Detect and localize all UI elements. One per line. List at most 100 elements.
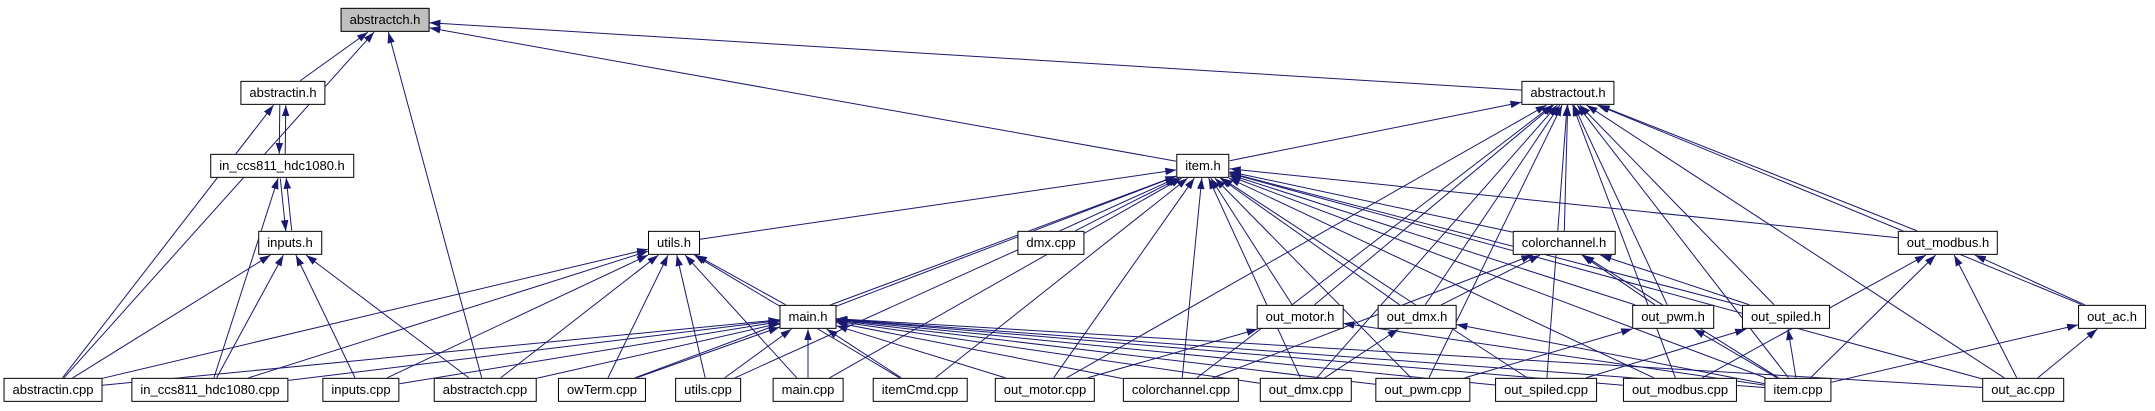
node-out-ac-cpp[interactable]: out_ac.cpp bbox=[1982, 377, 2064, 403]
node-abstractch-cpp[interactable]: abstractch.cpp bbox=[433, 377, 537, 403]
edge-in-ccs811-hdc1080-h-to-abstractin-h bbox=[281, 105, 290, 154]
node-main-h[interactable]: main.h bbox=[779, 304, 837, 330]
edge-itemcmd-cpp-to-item-h bbox=[934, 177, 1189, 379]
edge-colorchannel-cpp-to-main-h bbox=[836, 321, 1123, 380]
node-abstractout-h[interactable]: abstractout.h bbox=[1521, 80, 1615, 106]
edge-inputs-cpp-to-utils-h bbox=[386, 254, 649, 379]
edge-in-ccs811-hdc1080-cpp-to-in-ccs811-hdc1080-h bbox=[213, 177, 279, 379]
node-utils-cpp[interactable]: utils.cpp bbox=[675, 377, 741, 403]
node-out-modbus-h[interactable]: out_modbus.h bbox=[1897, 230, 1999, 256]
edge-in-ccs811-hdc1080-cpp-to-utils-h bbox=[248, 250, 649, 379]
node-colorchannel-h[interactable]: colorchannel.h bbox=[1512, 230, 1616, 256]
node-main-cpp[interactable]: main.cpp bbox=[772, 377, 844, 403]
node-out-dmx-cpp[interactable]: out_dmx.cpp bbox=[1259, 377, 1353, 403]
edge-out-spiled-cpp-to-out-spiled-h bbox=[1585, 328, 1747, 379]
edge-out-modbus-h-to-item-h bbox=[1229, 166, 1898, 239]
edge-abstractin-cpp-to-utils-h bbox=[102, 248, 649, 379]
node-abstractin-h[interactable]: abstractin.h bbox=[240, 80, 326, 106]
edge-out-dmx-cpp-to-main-h bbox=[836, 319, 1260, 384]
edge-colorchannel-h-to-abstractout-h bbox=[1563, 105, 1572, 231]
node-abstractin-cpp[interactable]: abstractin.cpp bbox=[3, 377, 103, 403]
edge-out-modbus-h-to-abstractout-h bbox=[1598, 104, 1918, 232]
edge-out-ac-h-to-abstractout-h bbox=[1597, 104, 2083, 306]
edge-out-dmx-h-to-abstractout-h bbox=[1424, 104, 1561, 306]
edge-item-cpp-to-out-spiled-h bbox=[1786, 329, 1797, 378]
edge-owterm-cpp-to-utils-h bbox=[607, 254, 669, 379]
edge-colorchannel-h-to-item-h bbox=[1229, 170, 1513, 233]
edge-item-h-to-abstractch-h bbox=[429, 26, 1177, 162]
node-in-ccs811-hdc1080-h[interactable]: in_ccs811_hdc1080.h bbox=[210, 153, 354, 179]
node-out-motor-h[interactable]: out_motor.h bbox=[1256, 304, 1344, 330]
edge-out-ac-h-to-out-modbus-h bbox=[1974, 254, 2086, 306]
edge-out-ac-cpp-to-item-h bbox=[1229, 172, 1983, 380]
edge-out-motor-cpp-to-abstractout-h bbox=[1066, 104, 1547, 379]
node-in-ccs811-hdc1080-cpp[interactable]: in_ccs811_hdc1080.cpp bbox=[131, 377, 289, 403]
edge-inputs-h-to-in-ccs811-hdc1080-h bbox=[283, 177, 293, 231]
edge-out-pwm-cpp-to-item-h bbox=[1214, 177, 1412, 379]
edge-out-dmx-h-to-colorchannel-h bbox=[1440, 254, 1541, 306]
edge-out-spiled-cpp-to-item-h bbox=[1221, 177, 1528, 379]
edge-abstractch-cpp-to-abstractch-h bbox=[387, 31, 483, 379]
edge-inputs-cpp-to-main-h bbox=[399, 319, 780, 385]
node-inputs-h[interactable]: inputs.h bbox=[258, 230, 322, 256]
node-utils-h[interactable]: utils.h bbox=[648, 230, 700, 256]
edge-colorchannel-cpp-to-colorchannel-h bbox=[1212, 254, 1533, 379]
edge-main-cpp-to-item-h bbox=[829, 177, 1182, 379]
edge-out-modbus-cpp-to-main-h bbox=[836, 316, 1623, 386]
node-out-modbus-cpp[interactable]: out_modbus.cpp bbox=[1622, 377, 1738, 403]
edge-out-spiled-h-to-item-h bbox=[1229, 172, 1743, 307]
edge-main-cpp-to-utils-h bbox=[684, 254, 798, 379]
edge-out-dmx-cpp-to-out-dmx-h bbox=[1324, 328, 1399, 379]
edge-item-cpp-to-main-h bbox=[836, 316, 1765, 388]
node-out-spiled-cpp[interactable]: out_spiled.cpp bbox=[1495, 377, 1597, 403]
edge-out-motor-h-to-abstractout-h bbox=[1314, 104, 1554, 306]
node-inputs-cpp[interactable]: inputs.cpp bbox=[322, 377, 400, 403]
edge-out-pwm-cpp-to-out-pwm-h bbox=[1464, 328, 1633, 379]
edge-abstractch-cpp-to-utils-h bbox=[500, 254, 659, 379]
edge-out-modbus-cpp-to-item-h bbox=[1228, 177, 1655, 379]
edge-abstractch-cpp-to-main-h bbox=[536, 322, 780, 379]
node-out-pwm-h[interactable]: out_pwm.h bbox=[1632, 304, 1714, 330]
edge-utils-cpp-to-utils-h bbox=[675, 254, 706, 379]
edge-abstractin-h-to-abstractch-h bbox=[299, 31, 369, 82]
edge-out-modbus-cpp-to-abstractout-h bbox=[1572, 104, 1676, 379]
edge-out-spiled-cpp-to-main-h bbox=[836, 317, 1496, 386]
node-owterm-cpp[interactable]: owTerm.cpp bbox=[557, 377, 647, 403]
edge-out-dmx-h-to-item-h bbox=[1219, 177, 1401, 306]
edge-out-spiled-h-to-colorchannel-h bbox=[1600, 254, 1750, 306]
node-out-motor-cpp[interactable]: out_motor.cpp bbox=[994, 377, 1096, 403]
node-dmx-cpp[interactable]: dmx.cpp bbox=[1017, 230, 1085, 256]
edge-inputs-cpp-to-inputs-h bbox=[295, 254, 356, 379]
node-out-pwm-cpp[interactable]: out_pwm.cpp bbox=[1375, 377, 1471, 403]
edge-utils-h-to-item-h bbox=[699, 167, 1177, 240]
node-item-h[interactable]: item.h bbox=[1176, 153, 1230, 179]
edge-out-ac-cpp-to-main-h bbox=[836, 315, 1983, 388]
edge-out-motor-cpp-to-item-h bbox=[1053, 177, 1195, 379]
edge-out-motor-h-to-item-h bbox=[1210, 177, 1293, 306]
edge-abstractout-h-to-abstractch-h bbox=[429, 19, 1522, 91]
edge-out-dmx-cpp-to-item-h bbox=[1208, 177, 1301, 379]
edge-item-h-to-abstractout-h bbox=[1229, 100, 1522, 162]
edge-abstractin-cpp-to-main-h bbox=[102, 317, 780, 386]
node-item-cpp[interactable]: item.cpp bbox=[1764, 377, 1832, 403]
edge-dmx-cpp-to-item-h bbox=[1074, 177, 1180, 232]
edge-item-cpp-to-out-ac-h bbox=[1831, 323, 2079, 383]
node-abstractch-h[interactable]: abstractch.h bbox=[340, 7, 430, 33]
node-out-dmx-h[interactable]: out_dmx.h bbox=[1377, 304, 1457, 330]
edge-abstractin-cpp-to-abstractin-h bbox=[62, 104, 274, 379]
edge-item-cpp-to-abstractout-h bbox=[1577, 104, 1789, 379]
edge-out-pwm-cpp-to-main-h bbox=[836, 317, 1376, 385]
edge-abstractin-cpp-to-inputs-h bbox=[72, 254, 271, 379]
node-colorchannel-cpp[interactable]: colorchannel.cpp bbox=[1122, 377, 1240, 403]
edge-out-motor-cpp-to-main-h bbox=[836, 325, 1006, 379]
edge-item-cpp-to-out-modbus-h bbox=[1810, 254, 1936, 379]
edge-out-ac-cpp-to-abstractout-h bbox=[1586, 104, 2005, 379]
node-out-ac-h[interactable]: out_ac.h bbox=[2078, 304, 2146, 330]
node-itemcmd-cpp[interactable]: itemCmd.cpp bbox=[872, 377, 968, 403]
edge-out-pwm-cpp-to-abstractout-h bbox=[1428, 104, 1563, 379]
node-out-spiled-h[interactable]: out_spiled.h bbox=[1741, 304, 1831, 330]
edge-in-ccs811-hdc1080-cpp-to-main-h bbox=[288, 318, 780, 381]
